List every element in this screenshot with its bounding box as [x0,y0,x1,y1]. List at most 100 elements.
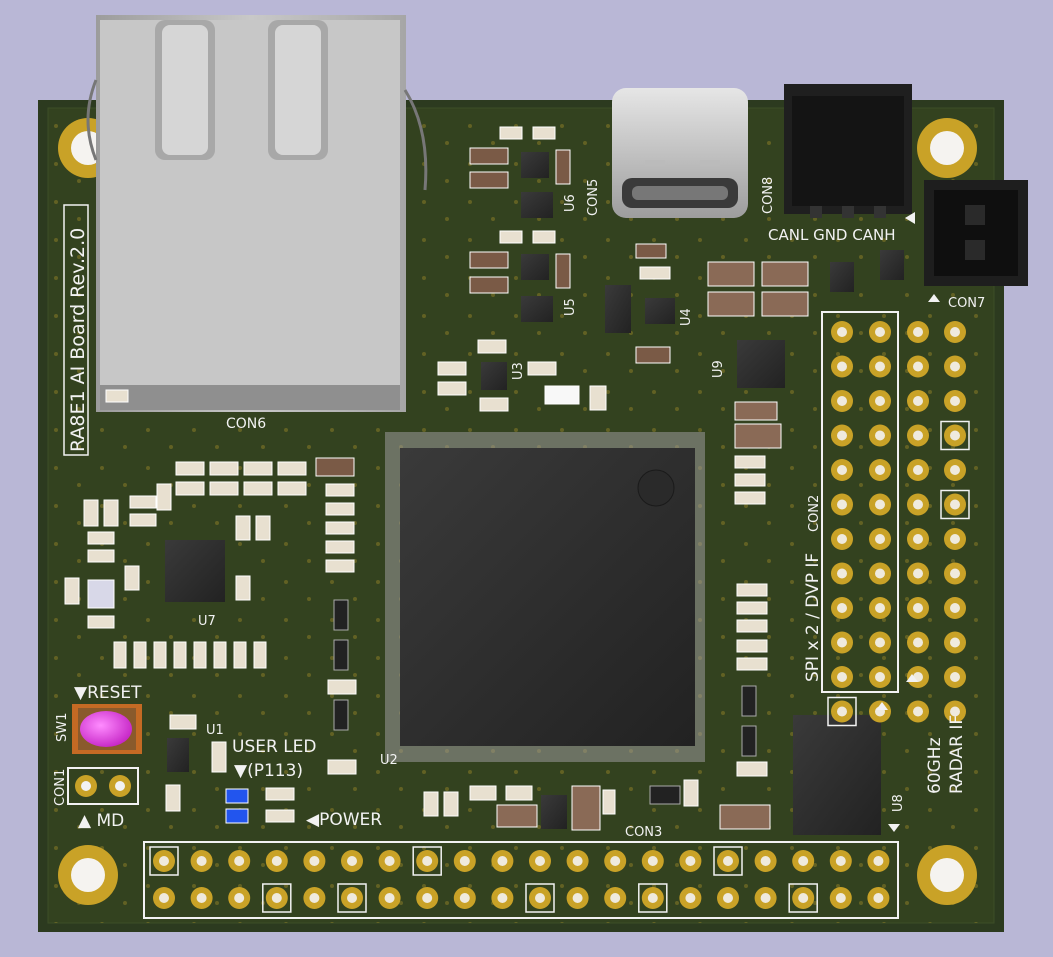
header-pin [944,631,966,654]
ic-small [521,152,549,178]
header-pin [944,528,966,550]
label-con3: CON3 [625,825,662,840]
header-pin [829,887,852,909]
header-pin [337,883,367,913]
can-connector [784,84,912,218]
header-pin [829,850,852,872]
header-pin [303,887,326,909]
header-pin [153,887,175,909]
label-u6: U6 [563,194,578,212]
header-pin [867,887,890,909]
label-can: CANL GND CANH [768,226,895,244]
header-pin [679,850,702,872]
header-pin [831,459,853,481]
header-pin [831,321,853,343]
header-pin [869,631,891,654]
header-pin [940,489,970,520]
header-pin [907,459,929,481]
header-pin [944,562,966,585]
header-pin [754,887,777,909]
board-title: RA8E1 AI Board Rev.2.0 [67,228,89,452]
header-pin [869,459,891,481]
header-pin [149,846,179,876]
header-pin [378,850,401,872]
ic-u6 [521,192,553,218]
label-power: ◀POWER [306,810,382,830]
label-u8: U8 [891,794,906,812]
label-u2: U2 [380,753,398,768]
label-u5: U5 [563,298,578,316]
label-con8: CON8 [761,177,776,214]
header-pin [491,850,514,872]
label-u7: U7 [198,614,216,629]
header-pin [907,597,929,619]
header-pin [869,390,891,412]
ic-small [167,738,189,772]
label-spi-dvp: SPI x 2 / DVP IF [803,553,823,682]
label-con2: CON2 [807,495,822,532]
header-pin [869,597,891,619]
pin1-marker [876,702,888,710]
header-pin [944,597,966,619]
header-pin [869,666,891,688]
header-pin [831,666,853,688]
header-pin [944,459,966,481]
header-pin [717,887,739,909]
board-title-box [63,204,89,456]
label-u4: U4 [679,308,694,326]
header-pin [869,321,891,343]
push-button-icon[interactable] [72,704,142,754]
rj45-jack-icon [86,15,428,412]
ic-u8 [793,715,881,835]
ic-small [830,262,854,292]
pin1-marker [906,674,918,682]
header-pin [303,850,326,872]
con3-header [143,841,899,919]
header-pin [867,850,890,872]
label-md: ▲ MD [78,811,124,831]
header-pin [792,850,815,872]
header-pin [190,887,213,909]
label-con7: CON7 [948,296,985,311]
mounting-hole-icon [917,845,977,905]
label-con5: CON5 [586,179,601,216]
header-pin [525,883,555,913]
label-con6: CON6 [226,416,266,432]
header-pin [907,528,929,550]
resistor-arrays [333,599,757,805]
header-pin [907,493,929,516]
ic-u3 [481,362,507,390]
header-pin [869,528,891,550]
label-sw1: SW1 [55,713,70,742]
mounting-hole-icon [58,845,118,905]
label-u3: U3 [511,362,526,380]
header-pin [907,390,929,412]
header-pin [831,562,853,585]
header-pin [907,700,929,723]
label-radar-line2: RADAR IF [947,715,967,794]
header-pin [341,850,363,872]
user-led [225,808,249,824]
usb-c-connector-icon [612,88,748,218]
header-pin [679,887,702,909]
pin1-marker [905,212,915,224]
header-pin [869,355,891,378]
header-pin [713,846,743,876]
header-pin [907,562,929,585]
label-con1: CON1 [53,769,68,806]
header-pin [907,355,929,378]
header-pin [262,883,292,913]
header-pin [831,493,853,516]
label-u9: U9 [711,360,726,378]
header-pin [529,850,551,872]
header-pin [831,424,853,447]
header-pin [453,887,476,909]
header-pin [831,528,853,550]
header-pin [453,850,476,872]
label-reset: ▼RESET [74,683,142,703]
con1-header [67,767,139,805]
label-radar-line1: 60GHz [925,737,945,794]
header-pin [944,321,966,343]
radar-header-connector [924,180,1028,286]
